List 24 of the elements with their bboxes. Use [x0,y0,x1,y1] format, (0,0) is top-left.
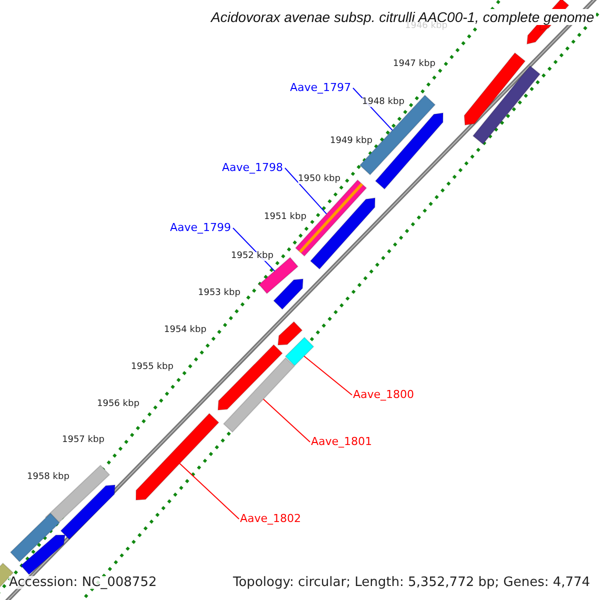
scale-label: 1958 kbp [27,473,70,482]
scale-label: 1952 kbp [231,252,274,261]
gene-label: Aave_1800 [353,389,414,400]
scale-label: 1948 kbp [362,98,404,107]
gene-label: Aave_1799 [170,222,232,233]
scale-label: 1950 kbp [298,175,340,184]
scale-label: 1955 kbp [131,363,174,372]
gene-feature [136,412,220,501]
gene-feature [284,336,314,366]
leader-line [284,168,328,214]
scale-label: 1951 kbp [264,213,306,222]
scale-label: 1946 kbp [405,22,448,31]
leader-line [304,356,352,396]
leader-line [179,462,240,520]
genome-stats: Topology: circular; Length: 5,352,772 bp; Genes: 4,774 [233,576,590,589]
gene-feature [222,357,296,433]
scale-label: 1957 kbp [62,436,104,445]
gene-label: Aave_1802 [240,513,302,524]
leader-line [262,398,310,442]
accession-note: Accession: NC_008752 [9,576,157,589]
gene-label: Aave_1797 [290,82,352,93]
scale-label: 1949 kbp [330,137,372,146]
gene-label: Aave_1801 [311,436,372,447]
gene-label: Aave_1798 [222,162,284,173]
